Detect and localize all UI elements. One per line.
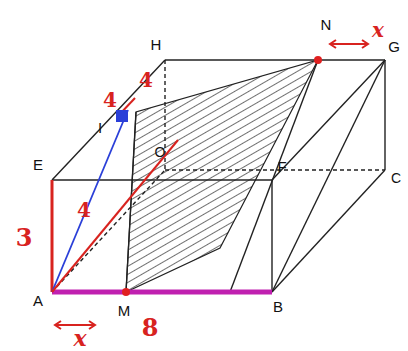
point-n <box>314 56 322 64</box>
handwritten-note: x <box>372 20 384 40</box>
vertex-label: G <box>388 39 400 54</box>
red-line <box>52 140 178 292</box>
vertex-label: M <box>118 303 131 318</box>
vertex-label: B <box>273 299 283 314</box>
point-m <box>122 288 130 296</box>
vertex-label: H <box>151 37 162 52</box>
handwritten-note: x <box>73 327 86 349</box>
height-highlight <box>51 180 54 292</box>
handwritten-note: 4 <box>103 90 117 110</box>
red-arrows <box>55 40 368 329</box>
vertex-label: I <box>98 120 102 135</box>
base-highlight <box>52 290 272 295</box>
vertex-label: O <box>155 145 166 159</box>
vertex-label: A <box>33 293 43 308</box>
vertex-label: N <box>321 17 332 32</box>
handwritten-note: 4 <box>139 70 153 90</box>
box-edges <box>52 60 385 292</box>
vertex-label: E <box>33 157 43 172</box>
right-angle-mark <box>116 110 128 122</box>
vertex-label: C <box>391 171 401 185</box>
handwritten-note: 3 <box>16 226 33 250</box>
handwritten-note: 4 <box>77 200 91 220</box>
blue-line <box>52 110 128 292</box>
vertex-label: F <box>277 159 286 174</box>
handwritten-note: 8 <box>142 316 159 340</box>
